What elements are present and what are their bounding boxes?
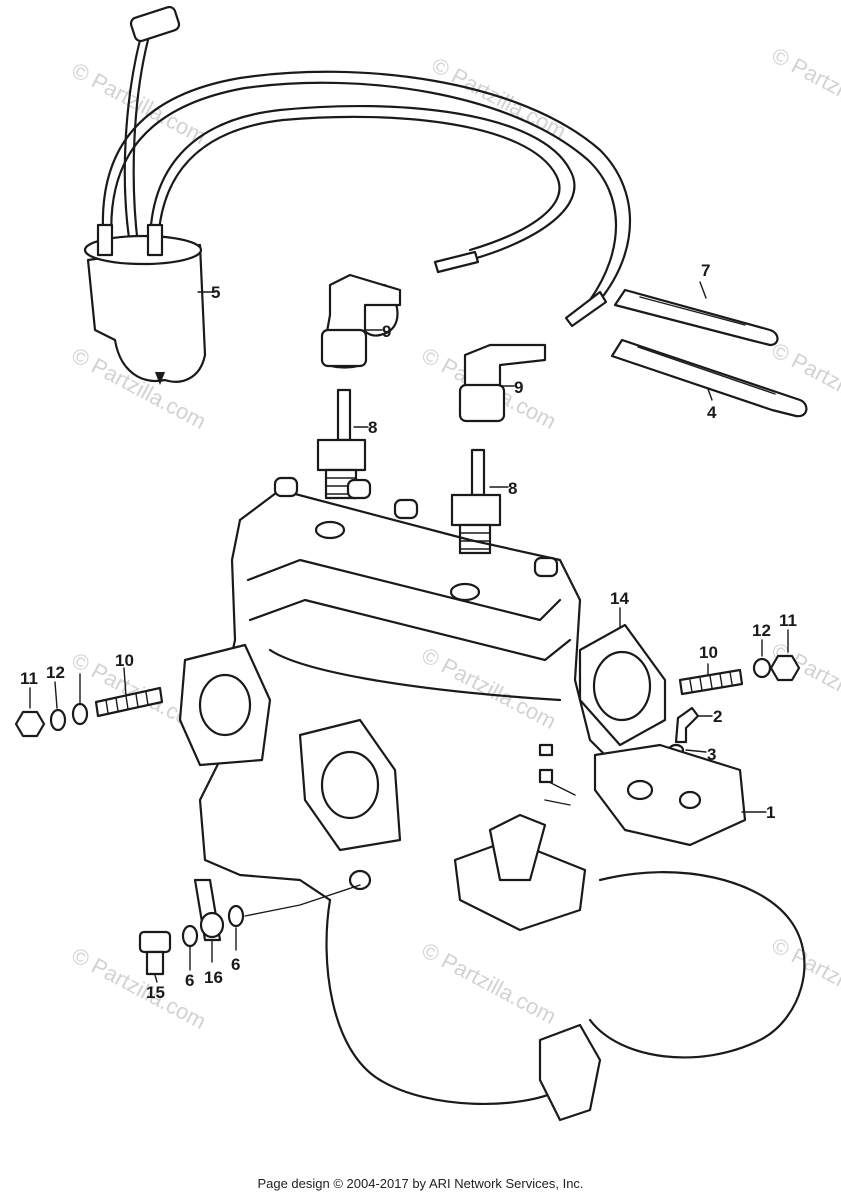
callout-1: 1	[766, 803, 775, 822]
callout-6: 6	[231, 955, 240, 974]
callout-9: 9	[382, 322, 391, 341]
callout-6: 6	[185, 971, 194, 990]
callout-12: 12	[752, 621, 771, 640]
callout-labels: 5 9 9 8 8 7 4 2 3 1 14 10 12 11 11 12 10…	[20, 261, 797, 1002]
callout-8: 8	[368, 418, 377, 437]
callout-3: 3	[707, 745, 716, 764]
watermark-text: © Partzilla.com	[418, 937, 561, 1029]
callout-15: 15	[146, 983, 165, 1002]
leader-lines	[29, 281, 789, 983]
callout-11: 11	[20, 669, 38, 688]
callout-4: 4	[707, 403, 717, 422]
callout-10: 10	[699, 643, 718, 662]
callout-7: 7	[701, 261, 710, 280]
watermark-text: © Partzilla.com	[428, 52, 571, 144]
callout-8: 8	[508, 479, 517, 498]
straps	[610, 288, 808, 418]
callout-12: 12	[46, 663, 65, 682]
watermarks: © Partzilla.com © Partzilla.com © Partzi…	[68, 42, 841, 1034]
watermark-text: © Partzilla.com	[768, 637, 841, 729]
ignition-coil	[83, 5, 207, 385]
callout-9: 9	[514, 378, 523, 397]
page-footer: Page design © 2004-2017 by ARI Network S…	[257, 1176, 584, 1191]
hardware-left	[14, 686, 361, 976]
callout-11: 11	[779, 611, 797, 630]
watermark-text: © Partzilla.com	[418, 642, 561, 734]
callout-2: 2	[713, 707, 722, 726]
callout-16: 16	[204, 968, 223, 987]
hardware-right	[538, 654, 801, 847]
callout-14: 14	[610, 589, 629, 608]
callout-10: 10	[115, 651, 134, 670]
exhaust-gasket	[578, 623, 667, 747]
watermark-text: © Partzilla.com	[68, 57, 211, 149]
engine-block	[178, 476, 806, 1122]
plug-caps	[320, 273, 547, 423]
callout-5: 5	[211, 283, 220, 302]
watermark-text: © Partzilla.com	[768, 42, 841, 134]
